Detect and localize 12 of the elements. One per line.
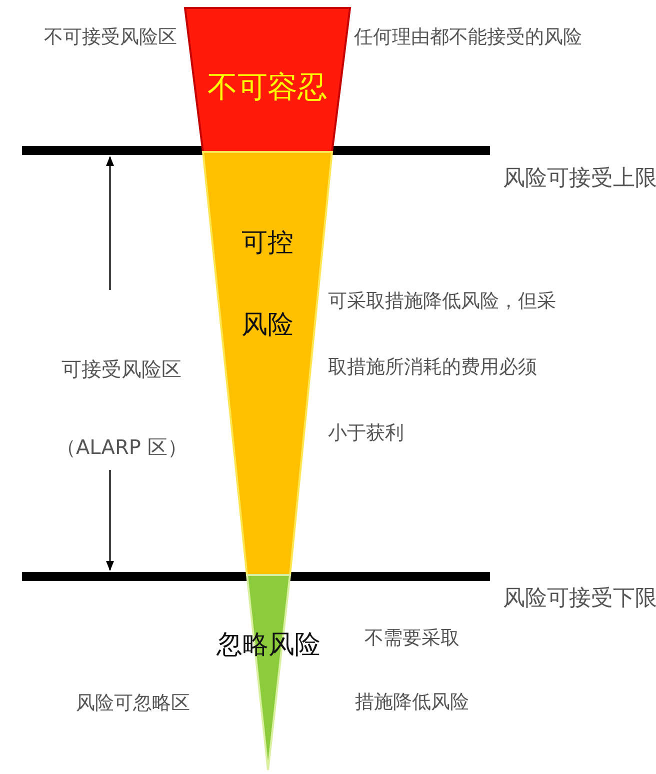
funnel-segment — [185, 8, 350, 152]
segment-label: 忽略风险 — [216, 629, 320, 662]
annotation-text: 可接受风险区（ALARP 区） — [56, 356, 188, 461]
annotation-text: 可采取措施降低风险，但采取措施所消耗的费用必须小于获利 — [328, 289, 556, 446]
annotation-text: 任何理由都不能接受的风险 — [354, 25, 582, 50]
annotation-text: 风险可忽略区 — [76, 691, 190, 716]
annotation-text: 不需要采取措施降低风险 — [355, 626, 469, 715]
annotation-text: 风险可接受上限 — [503, 165, 656, 193]
segment-label: 不可容忍 — [208, 70, 328, 106]
annotation-text: 风险可接受下限 — [503, 585, 656, 613]
segment-label: 可控风险 — [242, 227, 294, 342]
annotation-text: 不可接受风险区 — [44, 25, 177, 50]
